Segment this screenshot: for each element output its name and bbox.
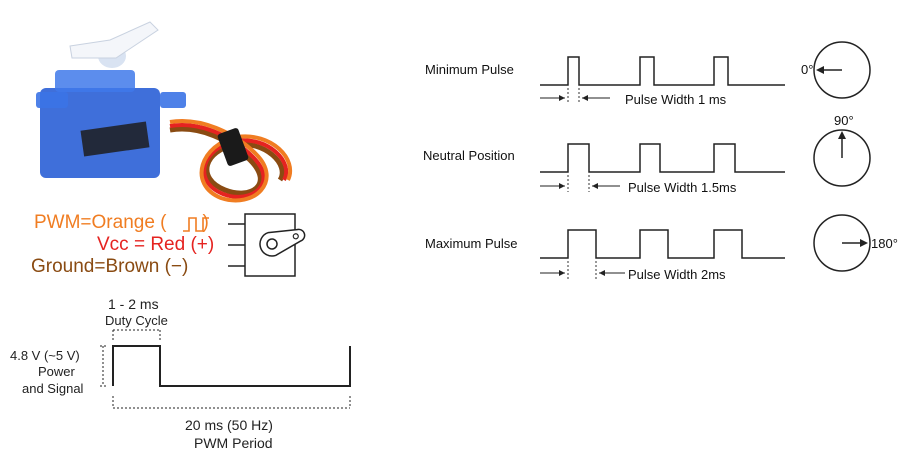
voltage-caption-signal: and Signal [22,381,84,396]
pulse-width-min: Pulse Width 1 ms [625,92,727,107]
servo-horn-icon [259,228,306,257]
duty-cycle-waveform [100,329,351,409]
row-title-max: Maximum Pulse [425,236,518,251]
vcc-wire-label: Vcc = Red (+) [97,234,215,255]
timing-row-max [540,214,871,280]
ground-wire-label: Ground=Brown (−) [31,256,189,277]
duty-range-label: 1 - 2 ms [108,296,159,312]
timing-row-neutral [540,129,871,192]
timing-row-min [540,41,871,103]
period-caption: PWM Period [194,435,273,451]
angle-max: 180° [871,236,898,251]
voltage-label: 4.8 V (~5 V) [10,348,80,363]
voltage-caption-power: Power [38,364,75,379]
pulse-width-neutral: Pulse Width 1.5ms [628,180,737,195]
period-label: 20 ms (50 Hz) [185,417,273,433]
pulse-width-max: Pulse Width 2ms [628,267,726,282]
angle-neutral: 90° [834,113,854,128]
row-title-min: Minimum Pulse [425,62,514,77]
duty-range-caption: Duty Cycle [105,313,168,328]
pwm-wire-label: PWM=Orange () [34,212,209,233]
square-wave-icon [183,217,209,232]
wire-schematic [183,213,306,277]
servo-motor-image [36,21,292,203]
row-title-neutral: Neutral Position [423,148,515,163]
angle-min: 0° [801,62,814,77]
